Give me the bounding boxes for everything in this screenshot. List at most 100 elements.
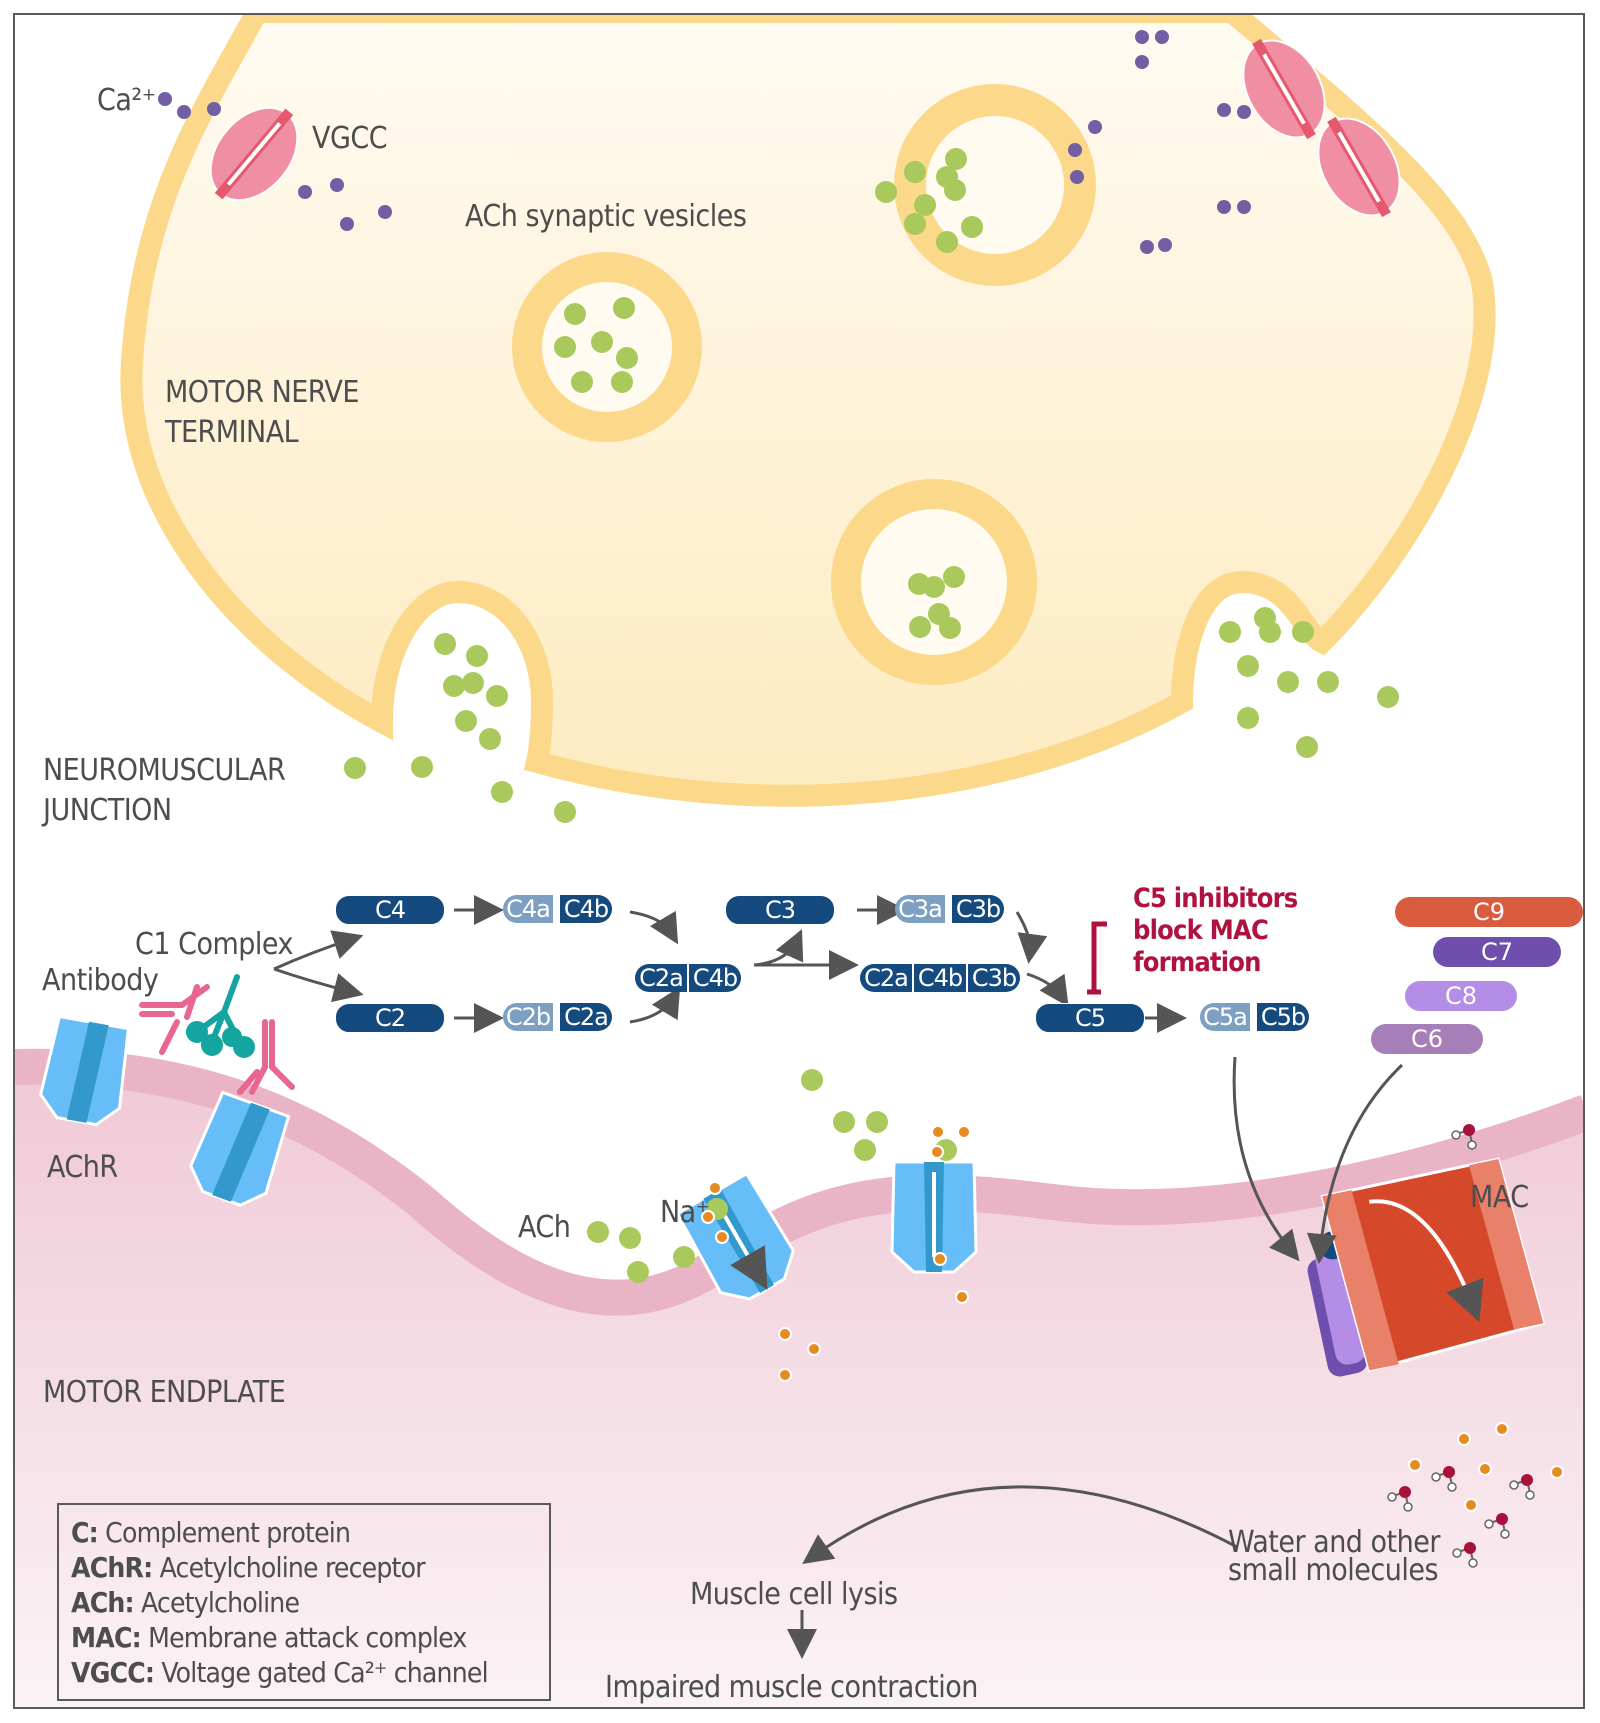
dot	[914, 194, 936, 216]
dot	[908, 573, 930, 595]
complement-c7: C7	[1433, 937, 1561, 967]
nmj-label-2: JUNCTION	[43, 793, 172, 828]
dot	[807, 1342, 821, 1356]
dot	[1068, 143, 1082, 157]
dot	[587, 1221, 609, 1243]
dot	[904, 161, 926, 183]
cascade-arrows	[273, 895, 1404, 1659]
dot	[933, 1252, 947, 1266]
dot	[344, 757, 366, 779]
dot	[673, 1246, 695, 1268]
legend-value: Complement protein	[97, 1516, 351, 1549]
inhibitor-line-2: block MAC	[1133, 915, 1269, 946]
legend-row: MAC: Membrane attack complex	[71, 1620, 537, 1655]
complement-c8: C8	[1405, 981, 1517, 1011]
complement-c4b: C4b	[560, 895, 612, 923]
dot	[443, 675, 465, 697]
dot	[1292, 621, 1314, 643]
complement-c3: C3	[725, 895, 835, 925]
impaired-contraction-label: Impaired muscle contraction	[605, 1670, 978, 1705]
dot	[177, 105, 191, 119]
legend-key: ACh:	[71, 1586, 135, 1619]
motor-endplate-label: MOTOR ENDPLATE	[43, 1375, 286, 1410]
mac-label: MAC	[1470, 1180, 1529, 1215]
dot	[1495, 1422, 1509, 1436]
dot	[1158, 238, 1172, 252]
na-label: Na⁺	[660, 1195, 710, 1230]
motor-nerve-terminal	[120, 15, 1496, 807]
water-molecule-icon	[1484, 1513, 1510, 1539]
dot	[571, 371, 593, 393]
legend-value: Voltage gated Ca²⁺ channel	[154, 1656, 488, 1689]
water-molecule-icon	[1387, 1486, 1413, 1512]
complement-c9: C9	[1395, 897, 1583, 927]
complement-c5b: C5b	[1257, 1003, 1309, 1031]
dot	[944, 179, 966, 201]
inhibitor-line-1: C5 inhibitors	[1133, 883, 1298, 914]
dot	[411, 756, 433, 778]
dot	[554, 801, 576, 823]
dot	[931, 1125, 945, 1139]
complement-c2a-c4b-part1: C2a	[635, 964, 687, 992]
dot	[1237, 200, 1251, 214]
dot	[627, 1261, 649, 1283]
dot	[701, 1210, 715, 1224]
complement-c3-convertase-part2: C4b	[914, 964, 966, 992]
legend-key: VGCC:	[71, 1656, 155, 1689]
water-molecule-icon	[1452, 1542, 1478, 1568]
complement-c2a: C2a	[560, 1003, 612, 1031]
legend-box: C: Complement protein AChR: Acetylcholin…	[57, 1503, 551, 1701]
mac-complex-icon	[1307, 1157, 1546, 1377]
complement-c3-convertase-part1: C2a	[860, 964, 912, 992]
antibody-icon	[139, 984, 295, 1095]
dot	[1217, 200, 1231, 214]
dot	[930, 1145, 944, 1159]
dot	[778, 1327, 792, 1341]
antibody-label: Antibody	[42, 963, 159, 998]
water-label-1: Water and other	[1228, 1525, 1440, 1560]
complement-c3b: C3b	[952, 895, 1004, 923]
achr-open-channel	[890, 1160, 978, 1274]
lysis-label: Muscle cell lysis	[690, 1577, 898, 1612]
dot	[1140, 240, 1154, 254]
c1-complex-label: C1 Complex	[135, 927, 293, 962]
legend-row: ACh: Acetylcholine	[71, 1585, 537, 1620]
dot	[462, 672, 484, 694]
complement-c5a: C5a	[1200, 1003, 1250, 1031]
dot	[1277, 671, 1299, 693]
dot	[1237, 655, 1259, 677]
dot	[957, 1125, 971, 1139]
inhibition-bar	[1087, 921, 1107, 995]
legend-row: AChR: Acetylcholine receptor	[71, 1550, 537, 1585]
dot	[955, 1290, 969, 1304]
dot	[1135, 55, 1149, 69]
achr-label: AChR	[47, 1150, 118, 1185]
water-molecule-icon	[1431, 1466, 1457, 1492]
vgcc-label: VGCC	[312, 121, 388, 156]
achr-receptor	[189, 1090, 291, 1207]
ach-label: ACh	[518, 1210, 571, 1245]
dot	[1217, 103, 1231, 117]
complement-c3-convertase-part3: C3b	[968, 964, 1020, 992]
dot	[611, 371, 633, 393]
acetylcholine-molecules	[344, 148, 1399, 1283]
water-label-2: small molecules	[1228, 1553, 1439, 1588]
dot	[1155, 30, 1169, 44]
dot	[1135, 30, 1149, 44]
nmj-label-1: NEUROMUSCULAR	[43, 753, 286, 788]
motor-nerve-label-1: MOTOR NERVE	[165, 375, 359, 410]
dot	[945, 148, 967, 170]
dot	[1464, 1498, 1478, 1512]
vgcc-channel	[1242, 38, 1326, 140]
achr-receptor	[39, 1014, 131, 1127]
complement-c3a: C3a	[895, 895, 945, 923]
dot	[613, 297, 635, 319]
dot	[801, 1069, 823, 1091]
dot	[715, 1230, 729, 1244]
dot	[340, 217, 354, 231]
dot	[434, 633, 456, 655]
vgcc-channel	[209, 106, 299, 202]
complement-c5: C5	[1035, 1003, 1145, 1033]
diagram-frame: Ca²⁺ VGCC ACh synaptic vesicles MOTOR NE…	[13, 13, 1585, 1709]
dot	[466, 645, 488, 667]
